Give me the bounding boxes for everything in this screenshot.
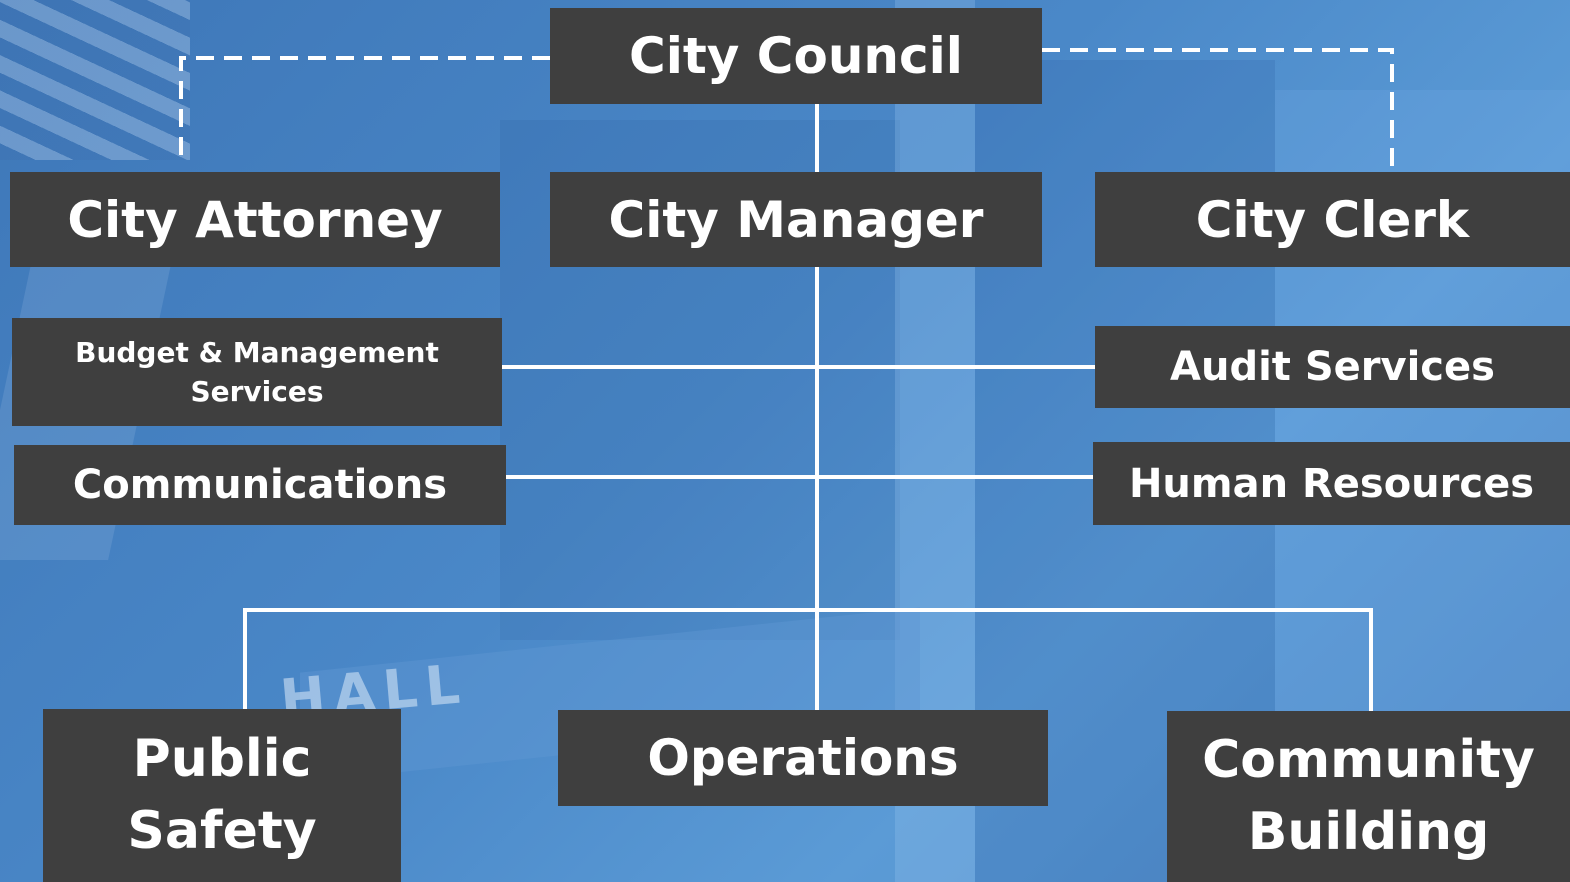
operations-box: Operations (558, 710, 1048, 806)
dashed-connector-council-clerk (1042, 48, 1394, 172)
city-clerk-label: City Clerk (1195, 190, 1470, 249)
budget-management-services-label: Budget & Management Services (75, 335, 439, 408)
communications-label: Communications (72, 462, 448, 508)
operations-label: Operations (647, 729, 959, 787)
human-resources-label: Human Resources (1128, 460, 1535, 507)
dashed-connector-council-attorney (179, 56, 550, 158)
community-building-box: Community Building (1167, 711, 1570, 882)
public-safety-box: Public Safety (43, 709, 401, 882)
public-safety-label: Public Safety (127, 728, 317, 861)
city-clerk-box: City Clerk (1095, 172, 1570, 267)
city-council-box: City Council (550, 8, 1042, 104)
audit-services-label: Audit Services (1170, 344, 1495, 390)
city-council-label: City Council (629, 27, 963, 85)
audit-services-box: Audit Services (1095, 326, 1570, 408)
connector-departments-bus (243, 608, 1373, 711)
budget-management-services-box: Budget & Management Services (12, 318, 502, 426)
city-manager-box: City Manager (550, 172, 1042, 267)
community-building-label: Community Building (1202, 729, 1535, 862)
human-resources-box: Human Resources (1093, 442, 1570, 525)
city-manager-label: City Manager (608, 190, 984, 249)
communications-box: Communications (14, 445, 506, 525)
city-attorney-label: City Attorney (67, 190, 443, 249)
city-attorney-box: City Attorney (10, 172, 500, 267)
